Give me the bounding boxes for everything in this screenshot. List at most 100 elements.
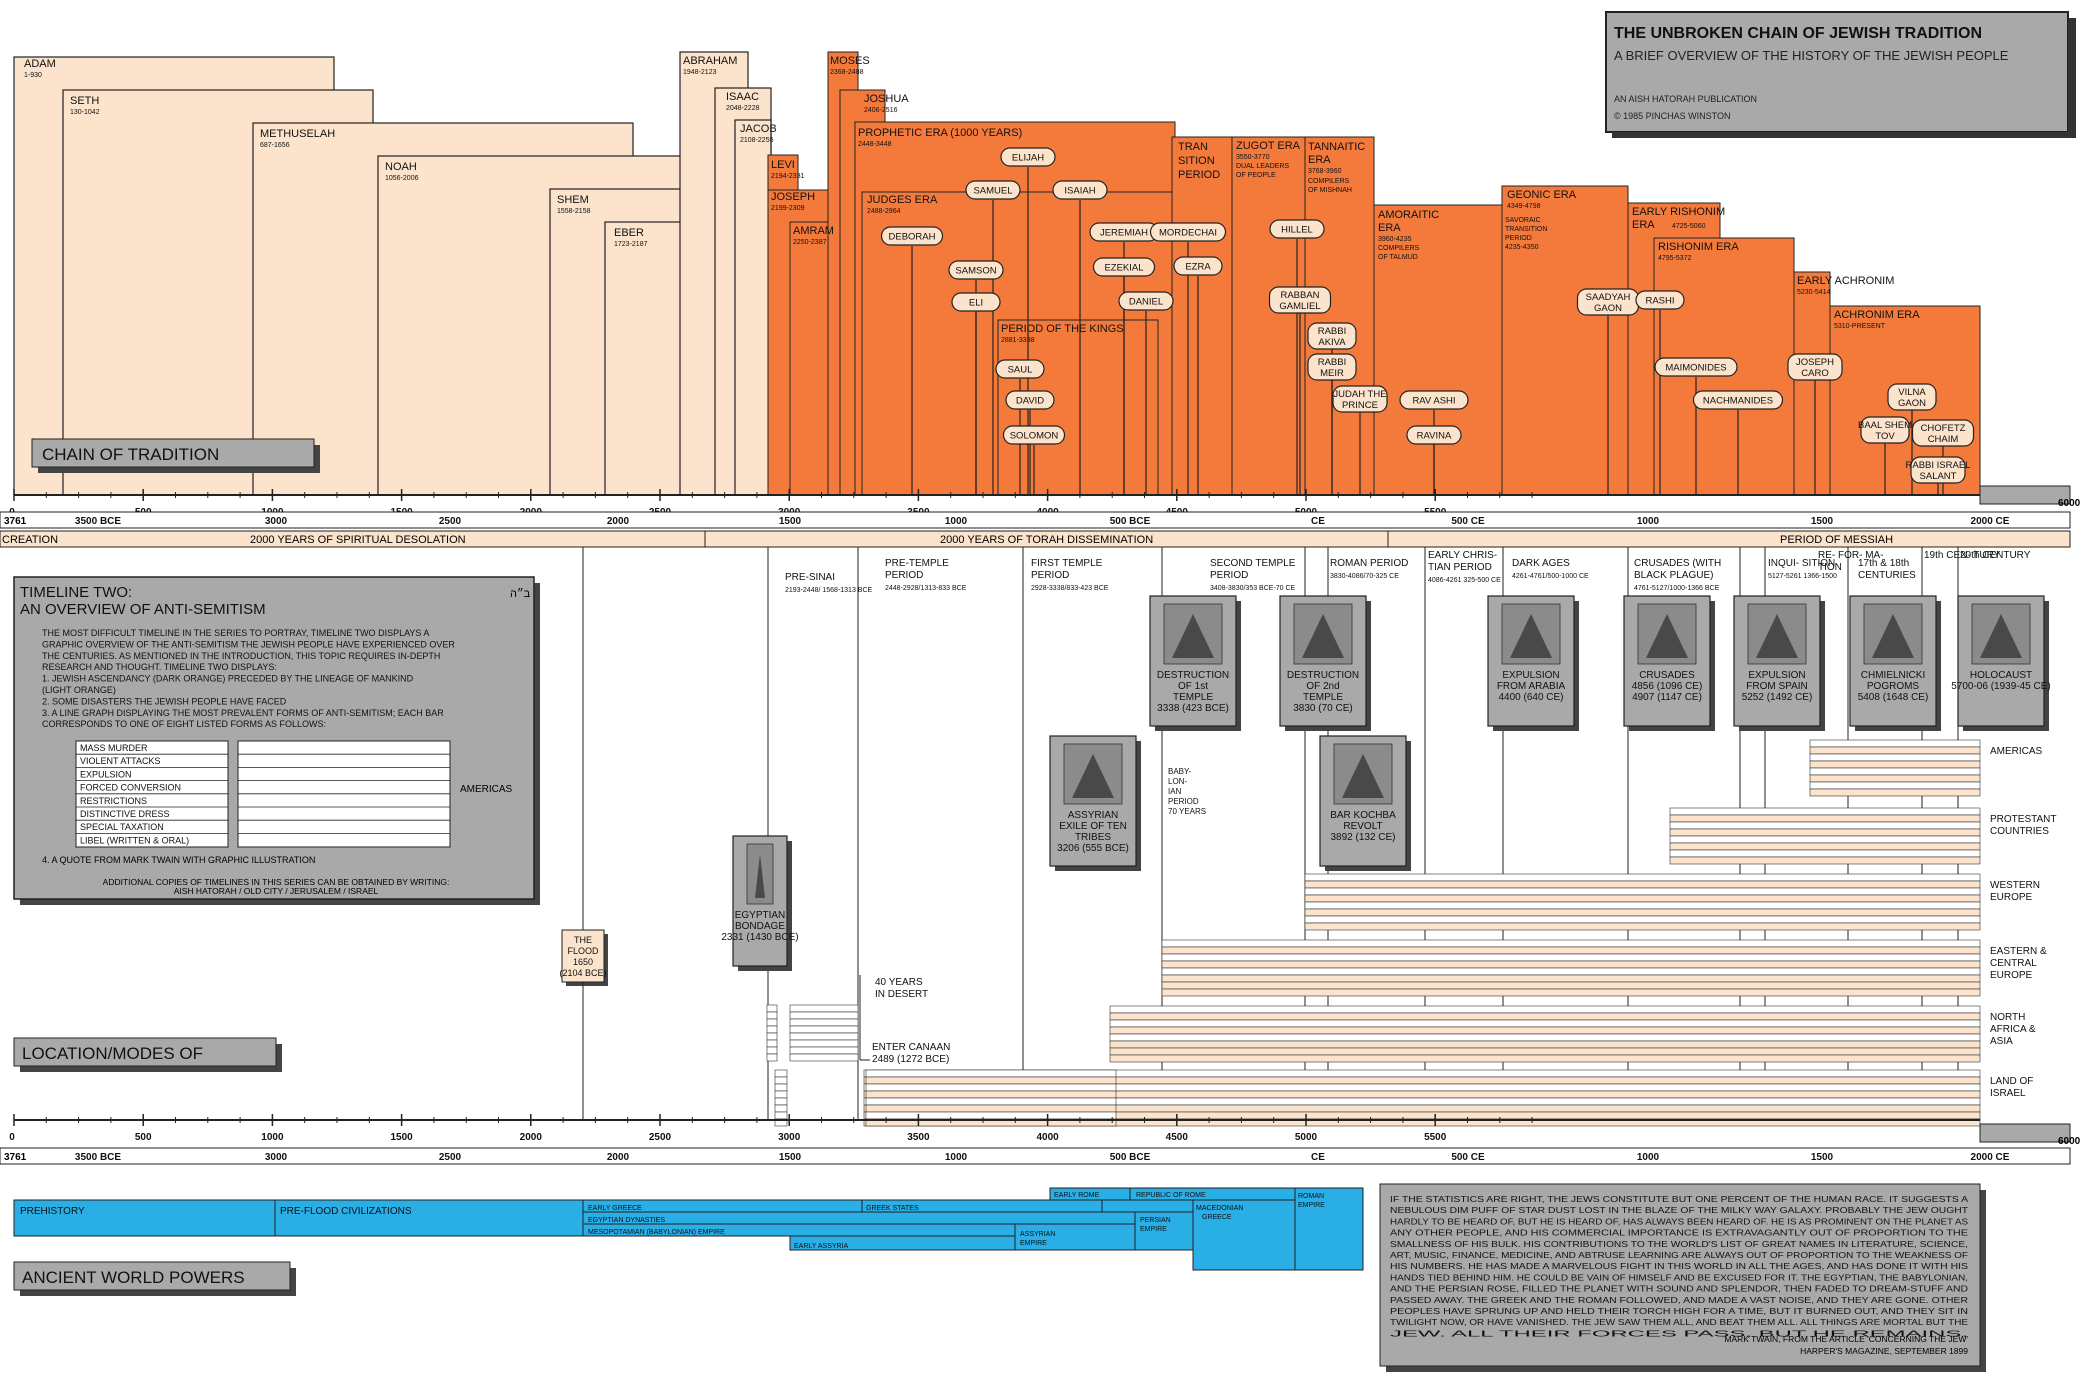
patriarch-name: NOAH [385, 161, 417, 173]
svg-text:EMPIRE: EMPIRE [1020, 1240, 1047, 1247]
svg-text:RABBAN: RABBAN [1280, 290, 1319, 301]
quote-source: HARPER'S MAGAZINE, SEPTEMBER 1899 [1800, 1346, 1968, 1356]
axis-tick-label: 4500 [1166, 1132, 1189, 1143]
tt-form-label: SPECIAL TAXATION [80, 822, 164, 832]
svg-text:4400 (640 CE): 4400 (640 CE) [1498, 692, 1563, 703]
svg-text:GREECE: GREECE [1202, 1214, 1232, 1221]
svg-text:CARO: CARO [1801, 368, 1828, 379]
patriarch-name: ADAM [24, 58, 56, 70]
sage-eli: ELI [951, 292, 1001, 495]
svg-text:GAON: GAON [1898, 398, 1926, 409]
patriarch-name: EBER [614, 227, 644, 239]
patriarch-dates: 2108-2255 [740, 137, 774, 144]
patriarch-name: JOSHUA [864, 93, 909, 105]
axis-tick-label: 5000 [1295, 1132, 1318, 1143]
axis-era-label: 3000 [265, 516, 288, 527]
patriarch-name: METHUSELAH [260, 128, 335, 140]
svg-text:CRUSADES (WITH: CRUSADES (WITH [1634, 558, 1721, 569]
tt-intro-line: THE CENTURIES. AS MENTIONED IN THE INTRO… [42, 651, 440, 661]
region-label: AFRICA & [1990, 1024, 2036, 1035]
svg-text:20th CENTURY: 20th CENTURY [1960, 550, 2031, 561]
era-dates: 3550-3770 [1236, 154, 1270, 161]
svg-text:MORDECHAI: MORDECHAI [1159, 228, 1217, 239]
svg-text:MACEDONIAN: MACEDONIAN [1196, 1205, 1243, 1212]
sage-maimonides: MAIMONIDES [1654, 357, 1738, 495]
svg-text:EZEKIAL: EZEKIAL [1104, 263, 1143, 274]
svg-text:GAON: GAON [1594, 303, 1622, 314]
tt-item4: 4. A QUOTE FROM MARK TWAIN WITH GRAPHIC … [42, 855, 315, 865]
region-label: COUNTRIES [1990, 826, 2049, 837]
tt-form-label: EXPULSION [80, 769, 132, 779]
sage-david: DAVID [1005, 390, 1055, 495]
region-label: WESTERN [1990, 880, 2040, 891]
note-babylonian: BABY- [1168, 767, 1192, 776]
tt-form-label: DISTINCTIVE DRESS [80, 809, 170, 819]
svg-text:CHOFETZ: CHOFETZ [1921, 423, 1966, 434]
patriarch-dates: 1558-2158 [557, 208, 591, 215]
patriarch-dates: 1948-2123 [683, 69, 717, 76]
svg-text:PRINCE: PRINCE [1342, 400, 1378, 411]
svg-text:HOLOCAUST: HOLOCAUST [1970, 670, 2032, 681]
axis-era-label: 500 CE [1451, 516, 1485, 527]
era-dates: 3768-3960 [1308, 168, 1342, 175]
region-label: CENTRAL [1990, 958, 2037, 969]
svg-text:4086-4261 325-500 CE: 4086-4261 325-500 CE [1428, 577, 1501, 584]
svg-text:RABBI: RABBI [1318, 357, 1347, 368]
quote-line: PEOPLES HAVE SPRUNG UP AND HELD THEIR TO… [1390, 1306, 1968, 1316]
axis-era-label: 500 CE [1451, 1152, 1485, 1163]
desolation-label: 2000 YEARS OF SPIRITUAL DESOLATION [250, 534, 466, 546]
svg-text:FROM SPAIN: FROM SPAIN [1746, 681, 1807, 692]
svg-text:PERIOD: PERIOD [1178, 169, 1220, 181]
svg-text:DARK AGES: DARK AGES [1512, 558, 1570, 569]
svg-text:ERA: ERA [1632, 219, 1655, 231]
quote-line: HARDLY TO BE HEARD OF, BUT HE IS HEARD O… [1390, 1216, 1968, 1226]
svg-text:PRE-SINAI: PRE-SINAI [785, 572, 835, 583]
power-label: EGYPTIAN DYNASTIES [588, 1217, 665, 1224]
band-roman-empire [1294, 1187, 1364, 1271]
svg-text:BAR KOCHBA: BAR KOCHBA [1330, 810, 1396, 821]
svg-text:ELIJAH: ELIJAH [1012, 153, 1044, 164]
tt-intro-line: RESEARCH AND THOUGHT. TIMELINE TWO DISPL… [42, 662, 277, 672]
power-label: EARLY GREECE [588, 1205, 642, 1212]
svg-text:RAVINA: RAVINA [1417, 431, 1452, 442]
axis-tick-label: 3000 [778, 1132, 801, 1143]
axis-tick-label: 1500 [390, 1132, 413, 1143]
era-note: COMPILERS [1378, 245, 1420, 252]
axis-tick-label: 5500 [1424, 1132, 1447, 1143]
tt-heading2: AN OVERVIEW OF ANTI-SEMITISM [20, 601, 266, 618]
sage-solomon: SOLOMON [1002, 425, 1066, 495]
note-babylonian: LON- [1168, 777, 1187, 786]
era-dates: 4349-4798 [1507, 203, 1541, 210]
period-label: RE- FOR- MA-TION [1818, 550, 1884, 573]
svg-text:19th CEN- TURY: 19th CEN- TURY [1924, 550, 2001, 561]
patriarch-name: MOSES [830, 55, 870, 67]
era-dates: 2448-3448 [858, 141, 892, 148]
era-name: RISHONIM ERA [1658, 241, 1739, 253]
svg-text:OF TALMUD: OF TALMUD [1378, 254, 1418, 261]
tt-legend-region: AMERICAS [460, 784, 513, 795]
axis-era-label: 3500 BCE [75, 516, 121, 527]
period-label: 19th CEN- TURY [1924, 550, 2001, 561]
svg-text:RAV ASHI: RAV ASHI [1412, 396, 1455, 407]
tt-intro-line: 2. SOME DISASTERS THE JEWISH PEOPLE HAVE… [42, 696, 287, 706]
svg-text:DANIEL: DANIEL [1129, 297, 1163, 308]
tt-form-label: LIBEL (WRITTEN & ORAL) [80, 835, 189, 845]
region-label: NORTH [1990, 1012, 2025, 1023]
axis-tick-label: 1000 [261, 1132, 284, 1143]
axis-era-label: 2000 [607, 1152, 630, 1163]
patriarch-dates: 2250-2387 [793, 239, 827, 246]
patriarch-dates: 2194-2331 [771, 173, 805, 180]
torah-label: 2000 YEARS OF TORAH DISSEMINATION [940, 534, 1153, 546]
